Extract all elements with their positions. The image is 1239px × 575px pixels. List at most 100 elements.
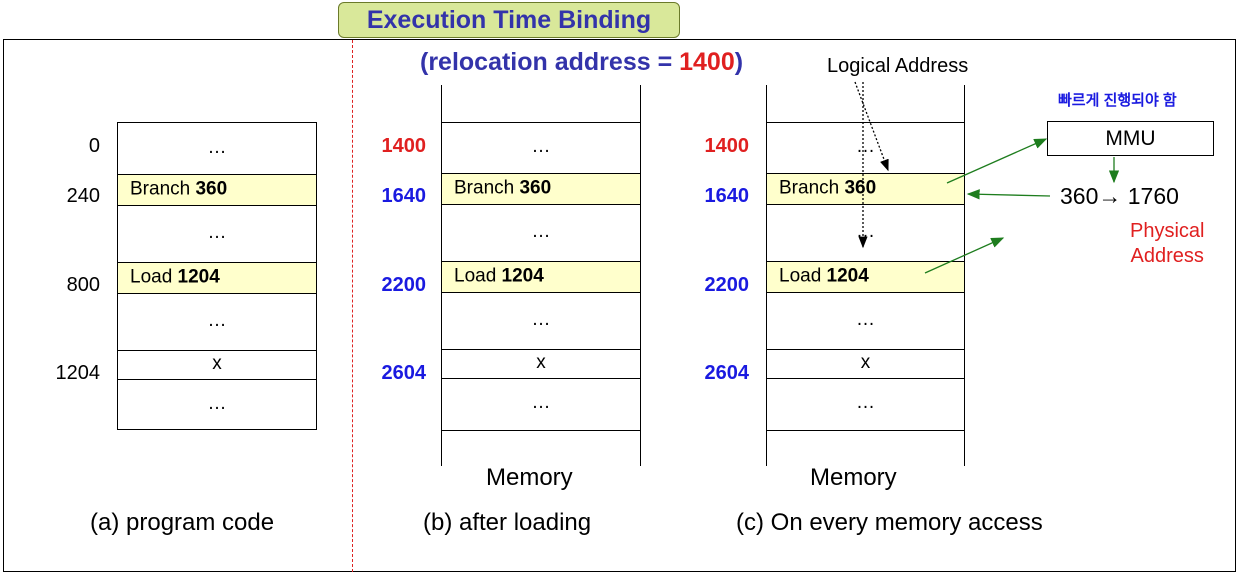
cell-text: Load 1204 bbox=[454, 265, 544, 287]
row-divider bbox=[767, 122, 964, 123]
memory-cell: … bbox=[767, 292, 964, 349]
address-label: 240 bbox=[66, 185, 100, 207]
row-divider bbox=[118, 174, 316, 175]
memory-cell: … bbox=[767, 378, 964, 430]
cell-instruction: … bbox=[207, 392, 227, 414]
address-label: 2604 bbox=[704, 362, 750, 384]
cell-instruction: … bbox=[856, 391, 875, 413]
row-divider bbox=[767, 292, 964, 293]
memory-label: Memory bbox=[486, 464, 573, 491]
memory-cell: Load 1204 bbox=[442, 261, 640, 292]
cell-text: … bbox=[118, 136, 316, 158]
cell-instruction: Load bbox=[454, 265, 502, 287]
address-label: 1640 bbox=[704, 185, 750, 207]
memory-cell: … bbox=[118, 293, 316, 350]
cell-text: Branch 360 bbox=[130, 178, 227, 200]
row-divider bbox=[442, 349, 640, 350]
cell-instruction: … bbox=[207, 221, 227, 243]
address-label: 2200 bbox=[381, 274, 427, 296]
memory-cell: Branch 360 bbox=[767, 173, 964, 204]
relocation-suffix: ) bbox=[734, 48, 744, 76]
cell-text: … bbox=[767, 135, 964, 157]
logical-address-label: Logical Address bbox=[827, 55, 969, 77]
cell-instruction: … bbox=[531, 391, 551, 413]
cell-operand: 360 bbox=[519, 177, 552, 199]
memory-table-1: … Branch 360 … Load 1204 … x … bbox=[117, 122, 317, 430]
memory-cell: … bbox=[442, 378, 640, 430]
address-label: 1400 bbox=[704, 135, 750, 157]
cell-operand: 1204 bbox=[501, 265, 544, 287]
address-label: 1204 bbox=[55, 362, 101, 384]
cell-instruction: Branch bbox=[779, 177, 845, 199]
memory-cell: Load 1204 bbox=[767, 261, 964, 292]
panel-caption: (b) after loading bbox=[423, 509, 592, 536]
cell-text: … bbox=[767, 308, 964, 330]
row-divider bbox=[118, 205, 316, 206]
relocation-value: 1400 bbox=[679, 48, 735, 76]
row-divider bbox=[118, 293, 316, 294]
cell-instruction: … bbox=[856, 308, 875, 330]
cell-text: x bbox=[767, 351, 964, 373]
memory-cell: x bbox=[767, 349, 964, 378]
row-divider bbox=[442, 292, 640, 293]
row-divider bbox=[118, 350, 316, 351]
row-divider bbox=[442, 378, 640, 379]
cell-text: … bbox=[118, 393, 316, 415]
row-divider bbox=[767, 204, 964, 205]
memory-table-3: …Branch 360…Load 1204…x… bbox=[766, 85, 965, 466]
cell-operand: 1204 bbox=[826, 265, 869, 287]
cell-text: x bbox=[118, 352, 316, 374]
memory-table-2: … Branch 360 … Load 1204 … x … bbox=[441, 85, 641, 466]
cell-text: Load 1204 bbox=[130, 266, 220, 288]
physical-label-line-2: Address bbox=[1130, 245, 1204, 267]
cell-operand: 360 bbox=[195, 178, 228, 200]
panel-caption: (c) On every memory access bbox=[736, 509, 1043, 536]
address-label: 0 bbox=[88, 135, 100, 157]
memory-cell: … bbox=[767, 122, 964, 173]
row-divider bbox=[767, 378, 964, 379]
address-mapping: 360→ 1760 bbox=[1060, 183, 1179, 209]
branch-to-mmu-arrow bbox=[946, 138, 1048, 184]
memory-label: Memory bbox=[810, 464, 897, 491]
cell-text: … bbox=[442, 392, 640, 414]
korean-note: 빠르게 진행되야 함 bbox=[1058, 92, 1177, 109]
memory-cell: x bbox=[442, 349, 640, 378]
cell-text: … bbox=[442, 135, 640, 157]
row-divider bbox=[767, 430, 964, 431]
memory-cell: … bbox=[442, 122, 640, 173]
cell-text: … bbox=[118, 309, 316, 331]
load-to-physical-arrow bbox=[924, 237, 1005, 274]
relocation-prefix: (relocation address = bbox=[420, 48, 680, 76]
memory-cell: Branch 360 bbox=[118, 174, 316, 205]
cell-instruction: Branch bbox=[130, 178, 196, 200]
row-divider bbox=[442, 173, 640, 174]
memory-cell: … bbox=[118, 205, 316, 262]
cell-instruction: … bbox=[856, 135, 875, 157]
row-divider bbox=[118, 262, 316, 263]
physical-label-line-1: Physical bbox=[1130, 220, 1205, 242]
cell-instruction: x bbox=[860, 351, 871, 373]
cell-text: … bbox=[442, 308, 640, 330]
row-divider bbox=[442, 204, 640, 205]
row-divider bbox=[442, 430, 640, 431]
diagram-frame bbox=[3, 39, 1236, 572]
cell-instruction: Branch bbox=[454, 177, 520, 199]
cell-text: Load 1204 bbox=[779, 265, 869, 287]
memory-cell: … bbox=[118, 379, 316, 431]
row-divider bbox=[767, 261, 964, 262]
address-label: 2604 bbox=[381, 362, 427, 384]
cell-text: … bbox=[767, 392, 964, 414]
cell-text: Branch 360 bbox=[779, 177, 876, 199]
mapping-to-branch-arrow bbox=[966, 189, 1051, 200]
address-label: 1400 bbox=[381, 135, 427, 157]
cell-instruction: … bbox=[531, 308, 551, 330]
memory-cell: Load 1204 bbox=[118, 262, 316, 293]
relocation-address: (relocation address = 1400) bbox=[420, 48, 743, 77]
cell-instruction: Load bbox=[130, 266, 178, 288]
memory-cell: x bbox=[118, 350, 316, 379]
logical-arrow-1 bbox=[854, 81, 889, 172]
divider-line bbox=[352, 40, 353, 572]
cell-text: … bbox=[442, 220, 640, 242]
